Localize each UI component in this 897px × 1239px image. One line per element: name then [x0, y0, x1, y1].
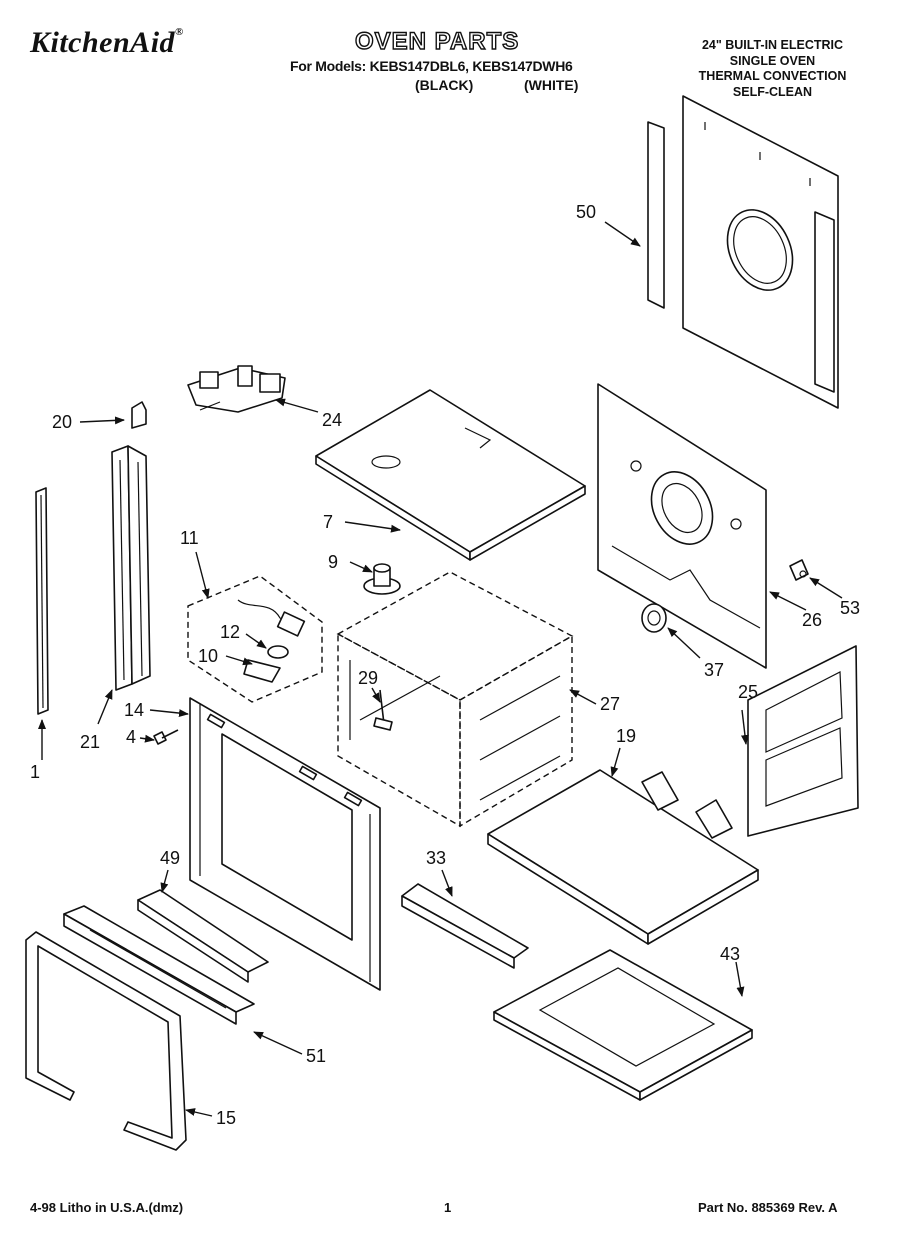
description-line: THERMAL CONVECTION: [698, 69, 847, 83]
part-43-bottom-tray: [493, 949, 753, 1101]
callout-1: 1: [30, 762, 40, 782]
part-4-screw: [153, 729, 179, 745]
description-line: SELF-CLEAN: [732, 84, 813, 99]
callout-20: 20: [52, 412, 72, 432]
callout-21: 21: [80, 732, 100, 752]
part-20-clip: [131, 401, 147, 429]
part-9-motor: [363, 563, 401, 595]
description-line: SINGLE OVEN: [729, 53, 816, 68]
finish-white: (WHITE): [524, 77, 579, 93]
brand-logo: KitchenAid®: [30, 26, 184, 60]
part-27-oven-cavity: [336, 571, 574, 828]
finish-black: (BLACK): [415, 77, 474, 93]
callout-11: 11: [180, 528, 199, 548]
callout-27: 27: [600, 694, 620, 714]
callout-14: 14: [124, 700, 144, 720]
callout-37: 37: [704, 660, 724, 680]
callout-43: 43: [720, 944, 740, 964]
part-51-vent-trim: [63, 905, 255, 1025]
part-15-door-gasket: [25, 931, 187, 1151]
callout-12: 12: [220, 622, 240, 642]
callout-26: 26: [802, 610, 822, 630]
callout-25: 25: [738, 682, 758, 702]
description-line: 24" BUILT-IN ELECTRIC: [701, 38, 844, 52]
callout-15: 15: [216, 1108, 236, 1128]
page-number: 1: [444, 1200, 452, 1215]
registered-mark: ®: [175, 26, 184, 38]
callout-53: 53: [840, 598, 860, 618]
callout-19: 19: [616, 726, 636, 746]
product-description: 24" BUILT-IN ELECTRIC SINGLE OVEN THERMA…: [680, 38, 865, 100]
callout-29: 29: [358, 668, 378, 688]
callout-50: 50: [576, 202, 596, 222]
part-number: Part No. 885369 Rev. A: [698, 1200, 838, 1215]
print-info: 4-98 Litho in U.S.A.(dmz): [30, 1200, 184, 1215]
callout-33: 33: [426, 848, 446, 868]
part-53-clip: [789, 559, 809, 581]
part-26-side-panel: [597, 383, 767, 669]
brand-name: KitchenAid: [30, 26, 176, 59]
part-24-terminal-block: [187, 365, 286, 413]
part-50-rear-panel: [647, 95, 839, 409]
callout-24: 24: [322, 410, 342, 430]
callout-49: 49: [160, 848, 180, 868]
part-21-side-trim: [111, 445, 151, 691]
part-25-side-shield: [747, 645, 859, 837]
part-1-trim-strip: [35, 487, 49, 715]
callout-4: 4: [126, 727, 136, 747]
part-14-front-frame: [189, 697, 381, 991]
model-numbers: For Models: KEBS147DBL6, KEBS147DWH6: [290, 58, 573, 74]
part-49-bracket: [137, 889, 269, 983]
part-37-thermostat: [641, 603, 667, 633]
part-callouts: 1 4 7 9 10 11 12 14 15 19 20 21 24 25 26…: [30, 202, 860, 1128]
page-title: OVEN PARTS: [354, 27, 520, 55]
callout-51: 51: [306, 1046, 326, 1066]
part-33-bracket: [401, 883, 529, 969]
part-19-bottom-panel: [487, 769, 759, 945]
callout-7: 7: [323, 512, 333, 532]
leader-lines: [38, 221, 843, 1117]
callout-9: 9: [328, 552, 338, 572]
part-29-element: [373, 689, 393, 731]
part-7-top-panel: [315, 389, 586, 561]
callout-10: 10: [198, 646, 218, 666]
part-11-kit-outline: [187, 575, 323, 703]
